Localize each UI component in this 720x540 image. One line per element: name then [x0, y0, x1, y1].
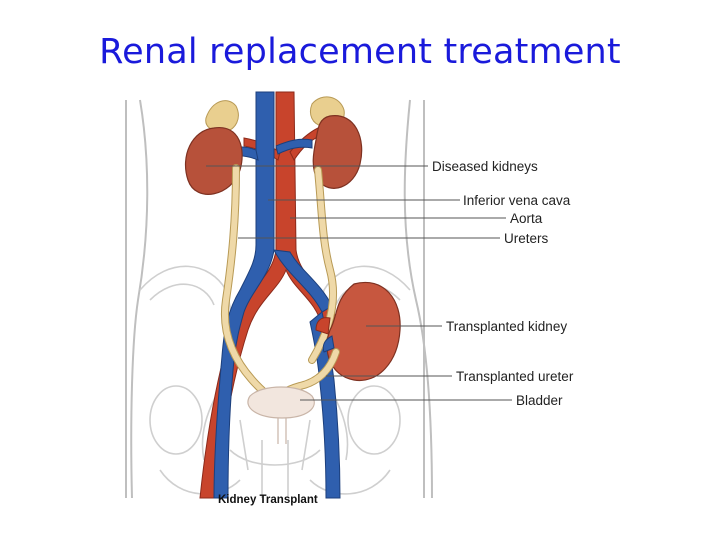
label-ureters: Ureters	[504, 231, 549, 246]
label-transplanted-kidney: Transplanted kidney	[446, 319, 567, 334]
label-diseased-kidneys: Diseased kidneys	[432, 159, 538, 174]
label-bladder: Bladder	[516, 393, 563, 408]
slide-title: Renal replacement treatment	[99, 32, 621, 72]
transplanted-kidney	[315, 281, 401, 382]
label-aorta: Aorta	[510, 211, 543, 226]
label-inferior-vena-cava: Inferior vena cava	[463, 193, 571, 208]
bladder	[247, 386, 315, 444]
leader-lines	[206, 165, 512, 401]
pelvis-outline	[139, 265, 411, 498]
diagram-caption: Kidney Transplant	[218, 494, 318, 506]
label-transplanted-ureter: Transplanted ureter	[456, 369, 574, 384]
